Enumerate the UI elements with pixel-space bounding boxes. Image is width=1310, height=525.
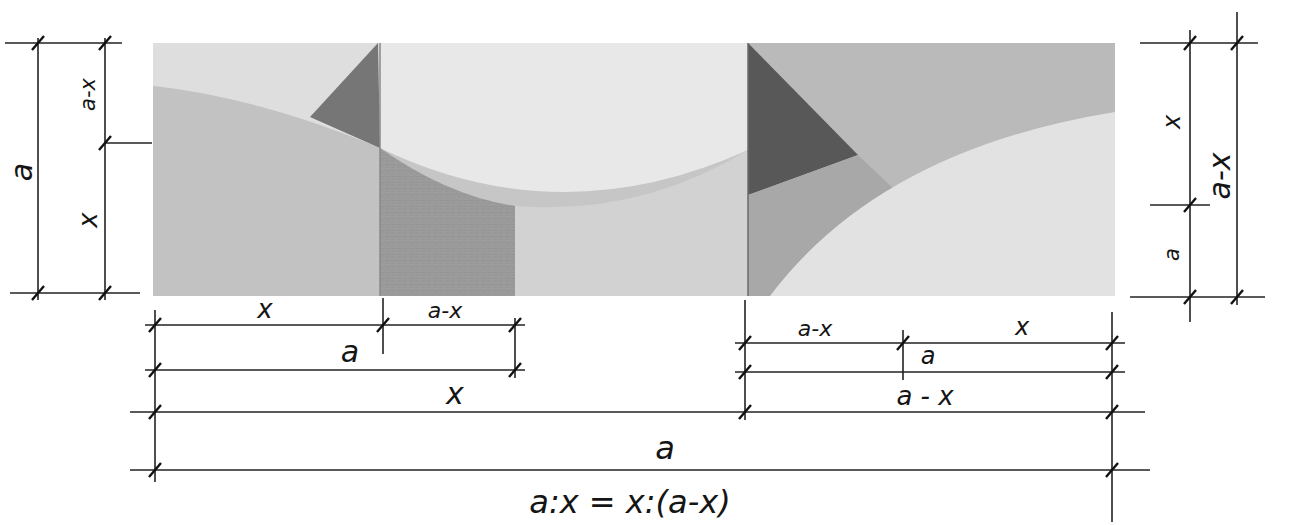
dimension-label: x: [1015, 315, 1029, 339]
dimension-tick: [897, 336, 909, 350]
dimension-tick: [99, 136, 111, 150]
dimension-label: x: [75, 212, 101, 227]
dimension-label: x: [1160, 115, 1184, 129]
dimension-tick: [509, 318, 521, 332]
dimension-tick: [1231, 36, 1243, 50]
dimension-tick: [1106, 405, 1118, 419]
dimension-ticks: [32, 36, 1243, 477]
dimension-tick: [377, 318, 389, 332]
dimension-tick: [1184, 36, 1196, 50]
dimension-label: a: [1162, 248, 1183, 261]
dimension-tick: [32, 286, 44, 300]
dimension-tick: [739, 365, 751, 379]
dimension-label: a: [7, 163, 37, 181]
dimension-tick: [149, 405, 161, 419]
dimension-tick: [1106, 365, 1118, 379]
dimension-label: a-x: [798, 318, 832, 340]
dimension-tick: [149, 463, 161, 477]
dimension-label: a-x: [428, 300, 462, 322]
dimension-label: a: [341, 337, 359, 367]
dimension-tick: [1184, 290, 1196, 304]
dimension-tick: [1231, 290, 1243, 304]
dimension-tick: [32, 36, 44, 50]
dimension-tick: [149, 363, 161, 377]
dimension-label: a: [921, 344, 936, 368]
dimension-tick: [739, 405, 751, 419]
dimension-label: x: [257, 296, 272, 322]
dimension-tick: [509, 363, 521, 377]
dimension-tick: [99, 36, 111, 50]
dimension-lines: [5, 12, 1265, 522]
dimension-tick: [99, 286, 111, 300]
dimension-label: x: [446, 379, 464, 409]
dimension-tick: [1184, 198, 1196, 212]
dimension-label: a - x: [896, 383, 953, 409]
dimension-tick: [1106, 336, 1118, 350]
proportion-formula: a:x = x:(a-x): [529, 486, 730, 518]
dimension-tick: [1106, 463, 1118, 477]
painting: [153, 43, 1115, 296]
dimension-label: a-x: [78, 78, 99, 111]
dimension-tick: [739, 336, 751, 350]
dimension-label: a: [655, 432, 675, 464]
dimension-tick: [149, 318, 161, 332]
dimension-label: a-x: [1205, 153, 1235, 200]
